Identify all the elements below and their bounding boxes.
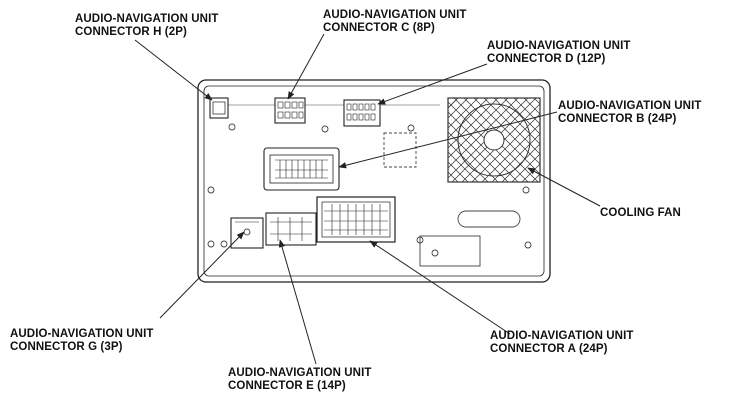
cooling-fan-grille xyxy=(447,97,541,183)
connector-a xyxy=(316,196,396,243)
label-connector-h: AUDIO-NAVIGATION UNIT CONNECTOR H (2P) xyxy=(75,13,219,39)
label-connector-c-line2: CONNECTOR C (8P) xyxy=(323,22,435,34)
label-connector-c-line1: AUDIO-NAVIGATION UNIT xyxy=(323,9,467,21)
connector-e xyxy=(265,212,317,246)
label-connector-d-line2: CONNECTOR D (12P) xyxy=(487,53,606,65)
label-connector-e-line1: AUDIO-NAVIGATION UNIT xyxy=(228,367,372,379)
label-connector-g-line2: CONNECTOR G (3P) xyxy=(10,341,123,353)
label-connector-d-line1: AUDIO-NAVIGATION UNIT xyxy=(487,40,631,52)
label-connector-g-line1: AUDIO-NAVIGATION UNIT xyxy=(10,328,154,340)
label-cooling-fan-line1: COOLING FAN xyxy=(600,207,681,219)
connector-h xyxy=(209,97,229,119)
leader-fan xyxy=(527,167,601,207)
connector-c xyxy=(274,97,306,124)
connector-b xyxy=(263,147,340,191)
label-connector-a: AUDIO-NAVIGATION UNIT CONNECTOR A (24P) xyxy=(490,330,634,356)
leader-a xyxy=(369,240,511,335)
leader-c xyxy=(287,33,325,100)
label-connector-d: AUDIO-NAVIGATION UNIT CONNECTOR D (12P) xyxy=(487,40,631,66)
label-connector-h-line1: AUDIO-NAVIGATION UNIT xyxy=(75,13,219,25)
connector-g xyxy=(230,217,264,249)
label-connector-b: AUDIO-NAVIGATION UNIT CONNECTOR B (24P) xyxy=(558,100,702,126)
leader-h xyxy=(134,39,213,101)
label-connector-h-line2: CONNECTOR H (2P) xyxy=(75,26,187,38)
mounting-screws xyxy=(207,123,532,257)
label-connector-c: AUDIO-NAVIGATION UNIT CONNECTOR C (8P) xyxy=(323,9,467,35)
label-cooling-fan: COOLING FAN xyxy=(600,207,681,220)
label-connector-g: AUDIO-NAVIGATION UNIT CONNECTOR G (3P) xyxy=(10,328,154,354)
leader-g xyxy=(159,231,245,319)
label-connector-b-line2: CONNECTOR B (24P) xyxy=(558,113,677,125)
label-connector-e-line2: CONNECTOR E (14P) xyxy=(228,380,346,392)
label-connector-b-line1: AUDIO-NAVIGATION UNIT xyxy=(558,100,702,112)
unit-housing xyxy=(197,79,551,283)
leader-e xyxy=(278,239,317,365)
housing-features xyxy=(215,104,521,267)
label-connector-e: AUDIO-NAVIGATION UNIT CONNECTOR E (14P) xyxy=(228,367,372,393)
leader-d xyxy=(377,63,488,105)
leader-b xyxy=(338,111,558,169)
leader-lines xyxy=(134,33,601,365)
label-connector-a-line2: CONNECTOR A (24P) xyxy=(490,343,608,355)
label-connector-a-line1: AUDIO-NAVIGATION UNIT xyxy=(490,330,634,342)
connector-d xyxy=(343,99,381,127)
